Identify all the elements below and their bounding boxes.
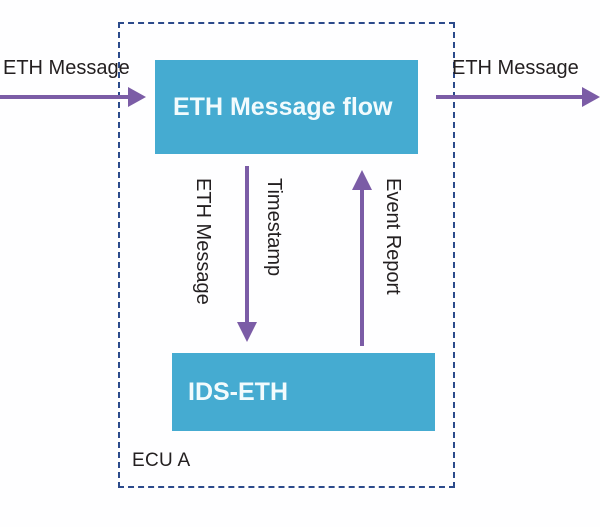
inbound-arrow-icon: [0, 87, 146, 107]
ecu-boundary-label: ECU A: [132, 450, 191, 471]
block-ids-eth-label: IDS-ETH: [188, 377, 288, 406]
downward-arrow-icon: [237, 166, 257, 342]
internal-event-report-label: Event Report: [382, 178, 404, 295]
internal-timestamp-label: Timestamp: [263, 178, 285, 277]
upward-arrow-icon: [352, 170, 372, 346]
outbound-eth-message-label: ETH Message: [452, 57, 579, 79]
outbound-arrow-icon: [436, 87, 600, 107]
block-eth-message-flow[interactable]: ETH Message flow: [155, 60, 418, 154]
inbound-eth-message-label: ETH Message: [3, 57, 130, 79]
block-ids-eth[interactable]: IDS-ETH: [172, 353, 435, 431]
internal-eth-message-label: ETH Message: [192, 178, 214, 305]
block-eth-message-flow-label: ETH Message flow: [173, 92, 393, 121]
ecu-boundary-box: [118, 22, 455, 488]
